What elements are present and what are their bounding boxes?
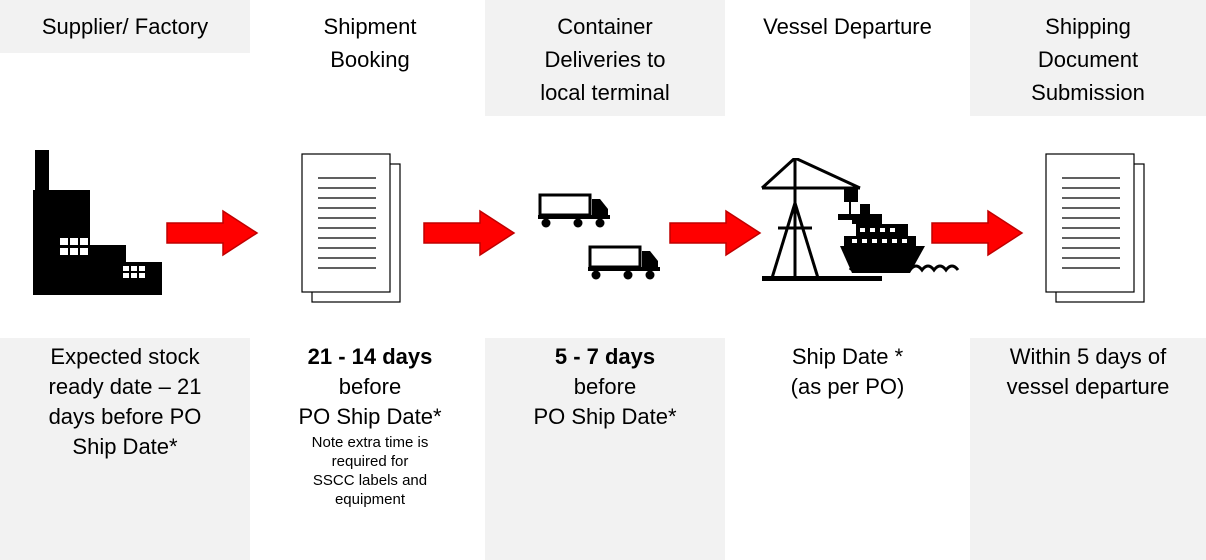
stage-3-header: Container Deliveries to local terminal <box>485 10 725 109</box>
stage-3-header-line-3: local terminal <box>540 80 670 105</box>
right-arrow-icon <box>931 209 1024 257</box>
stage-3-body-box <box>485 338 725 560</box>
stage-5-header: Shipping Document Submission <box>970 10 1206 109</box>
stage-1-body-line-1: Expected stock <box>50 344 200 369</box>
stage-1-body-line-2: ready date – 21 <box>48 374 202 399</box>
stage-5-body-line-2: vessel departure <box>1006 374 1170 399</box>
stage-2-note-line-1: Note extra time is <box>311 434 429 451</box>
stage-1-body-box <box>0 338 250 560</box>
stage-2-header-line-1: Shipment <box>323 14 417 39</box>
stage-5-body: Within 5 days of vessel departure <box>970 342 1206 402</box>
stage-2-note-line-3: SSCC labels and <box>312 472 428 489</box>
stage-2-note-line-2: required for <box>331 453 409 470</box>
right-arrow-icon <box>669 209 762 257</box>
stage-5-header-box <box>970 0 1206 116</box>
stage-1-body-line-3: days before PO <box>48 404 202 429</box>
stage-2-body-line-1: before <box>338 374 402 399</box>
stage-3-body: 5 - 7 days before PO Ship Date* <box>485 342 725 432</box>
stage-3-body-line-1: before <box>573 374 637 399</box>
stage-2-note-line-4: equipment <box>334 491 406 508</box>
stage-4-header: Vessel Departure <box>763 14 932 39</box>
stage-3-header-line-2: Deliveries to <box>544 47 666 72</box>
documents-icon <box>1045 153 1145 303</box>
stage-5-header-line-2: Document <box>1037 47 1139 72</box>
stage-3-header-line-1: Container <box>557 14 653 39</box>
stage-5-header-line-3: Submission <box>1031 80 1145 105</box>
right-arrow-icon <box>166 209 259 257</box>
factory-icon <box>33 150 162 295</box>
documents-icon <box>301 153 401 303</box>
stage-3-body-line-2: PO Ship Date* <box>533 404 677 429</box>
trucks-icon <box>538 193 660 280</box>
stage-1-body: Expected stock ready date – 21 days befo… <box>0 342 250 462</box>
stage-1-header-box <box>0 0 250 53</box>
stage-4-body: Ship Date * (as per PO) <box>725 342 970 402</box>
stage-2-header-line-2: Booking <box>330 47 410 72</box>
stage-3-header-box <box>485 0 725 116</box>
stage-5-header-line-1: Shipping <box>1045 14 1131 39</box>
stage-2-body-line-2: PO Ship Date* <box>298 404 442 429</box>
stage-4-body-line-2: (as per PO) <box>790 374 905 399</box>
stage-2-body-bold: 21 - 14 days <box>307 344 433 369</box>
stage-5-body-line-1: Within 5 days of <box>1009 344 1167 369</box>
stage-1-header: Supplier/ Factory <box>41 14 209 39</box>
port-crane-ship-icon <box>760 158 960 281</box>
stage-1-body-line-4: Ship Date* <box>72 434 178 459</box>
stage-2-body: 21 - 14 days before PO Ship Date* Note e… <box>250 342 490 509</box>
stage-3-body-bold: 5 - 7 days <box>554 344 656 369</box>
right-arrow-icon <box>423 209 516 257</box>
stage-5-body-box <box>970 338 1206 560</box>
stage-2-header: Shipment Booking <box>250 10 490 76</box>
stage-4-body-line-1: Ship Date * <box>791 344 904 369</box>
